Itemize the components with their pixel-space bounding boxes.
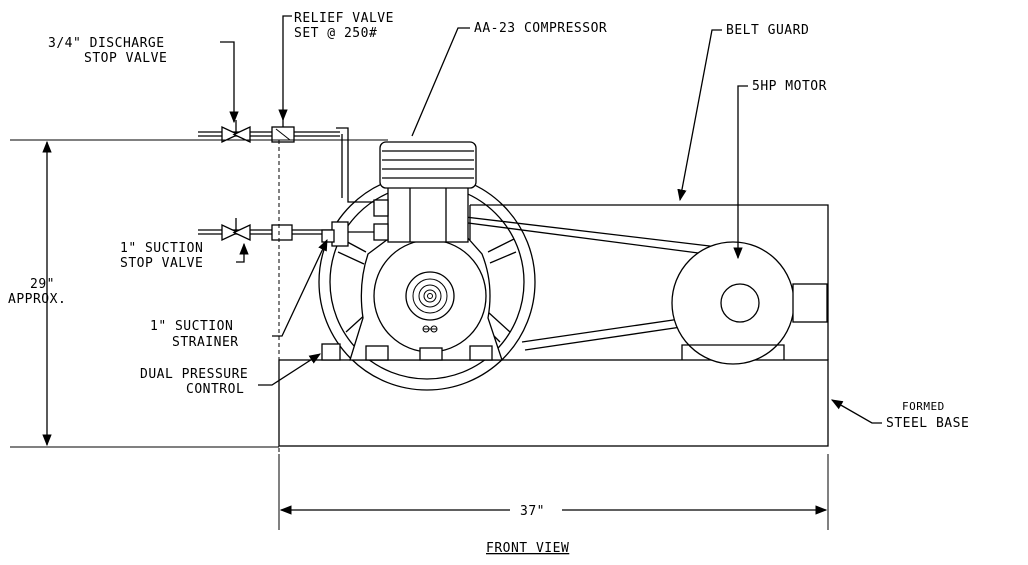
discharge-valve-label-1: 3/4" DISCHARGE xyxy=(48,36,165,51)
steel-base xyxy=(278,359,829,447)
drive-belt xyxy=(439,213,719,351)
pressure-control-label-1: DUAL PRESSURE xyxy=(140,367,248,382)
relief-valve-label-2: SET @ 250# xyxy=(294,26,377,41)
belt-guard-label: BELT GUARD xyxy=(726,23,809,38)
base-label-2: STEEL BASE xyxy=(886,416,969,431)
view-title: FRONT VIEW xyxy=(486,541,569,556)
leader-lines xyxy=(220,15,882,424)
compressor-label: AA-23 COMPRESSOR xyxy=(474,21,607,36)
width-dim-label: 37" xyxy=(520,504,545,519)
height-dim-label: 29" xyxy=(30,277,55,292)
width-dimension xyxy=(278,140,829,530)
suction-valve-label-1: 1" SUCTION xyxy=(120,241,203,256)
strainer-label-1: 1" SUCTION xyxy=(150,319,233,334)
height-dimension xyxy=(10,139,388,448)
strainer-label-2: STRAINER xyxy=(172,335,239,350)
crankcase xyxy=(321,235,503,361)
suction-valve-label-2: STOP VALVE xyxy=(120,256,203,271)
pressure-control-label-2: CONTROL xyxy=(186,382,244,397)
motor-label: 5HP MOTOR xyxy=(752,79,827,94)
discharge-valve-label-2: STOP VALVE xyxy=(84,51,167,66)
belt-guard xyxy=(469,204,829,360)
base-label-1: FORMED xyxy=(902,400,945,413)
height-approx-label: APPROX. xyxy=(8,292,66,307)
discharge-piping xyxy=(198,112,374,203)
relief-valve-label-1: RELIEF VALVE xyxy=(294,11,394,26)
compressor-cylinder xyxy=(373,141,477,243)
motor xyxy=(671,241,828,365)
suction-piping xyxy=(198,218,374,247)
